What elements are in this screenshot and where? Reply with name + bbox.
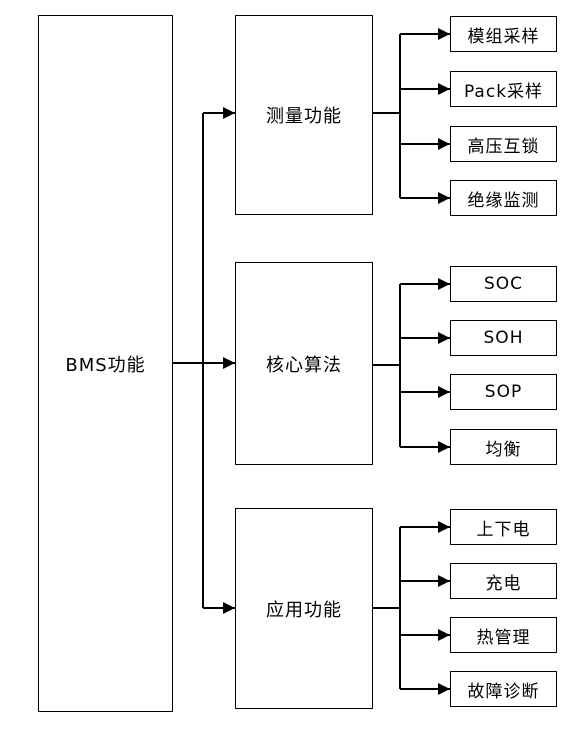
leaf-node: SOC <box>450 266 557 302</box>
root-label: BMS功能 <box>65 354 146 376</box>
leaf-label: 均衡 <box>485 439 522 460</box>
leaf-label: SOP <box>484 382 523 402</box>
category-label: 应用功能 <box>266 599 342 621</box>
category-label: 核心算法 <box>266 354 342 376</box>
leaf-node: Pack采样 <box>450 71 557 107</box>
leaf-label: 模组采样 <box>467 26 540 47</box>
leaf-node: 模组采样 <box>450 16 557 52</box>
category-core-algorithms: 核心算法 <box>235 262 373 465</box>
leaf-node: 高压互锁 <box>450 126 557 162</box>
leaf-node: 绝缘监测 <box>450 180 557 216</box>
leaf-node: 均衡 <box>450 429 557 465</box>
category-measurement: 测量功能 <box>235 15 373 215</box>
leaf-label: SOC <box>483 274 524 294</box>
leaf-node: SOH <box>450 320 557 356</box>
leaf-label: Pack采样 <box>463 81 544 102</box>
leaf-node: SOP <box>450 374 557 410</box>
leaf-node: 上下电 <box>450 509 557 545</box>
leaf-label: 充电 <box>485 573 522 594</box>
leaf-label: 高压互锁 <box>467 136 540 157</box>
leaf-label: 上下电 <box>476 519 531 540</box>
leaf-label: SOH <box>483 328 524 348</box>
leaf-node: 热管理 <box>450 617 557 653</box>
leaf-node: 故障诊断 <box>450 671 557 707</box>
leaf-label: 热管理 <box>476 627 531 648</box>
leaf-label: 故障诊断 <box>467 681 540 702</box>
category-application: 应用功能 <box>235 508 373 709</box>
leaf-label: 绝缘监测 <box>467 190 540 211</box>
leaf-node: 充电 <box>450 563 557 599</box>
root-node: BMS功能 <box>38 15 173 712</box>
category-label: 测量功能 <box>266 106 342 127</box>
